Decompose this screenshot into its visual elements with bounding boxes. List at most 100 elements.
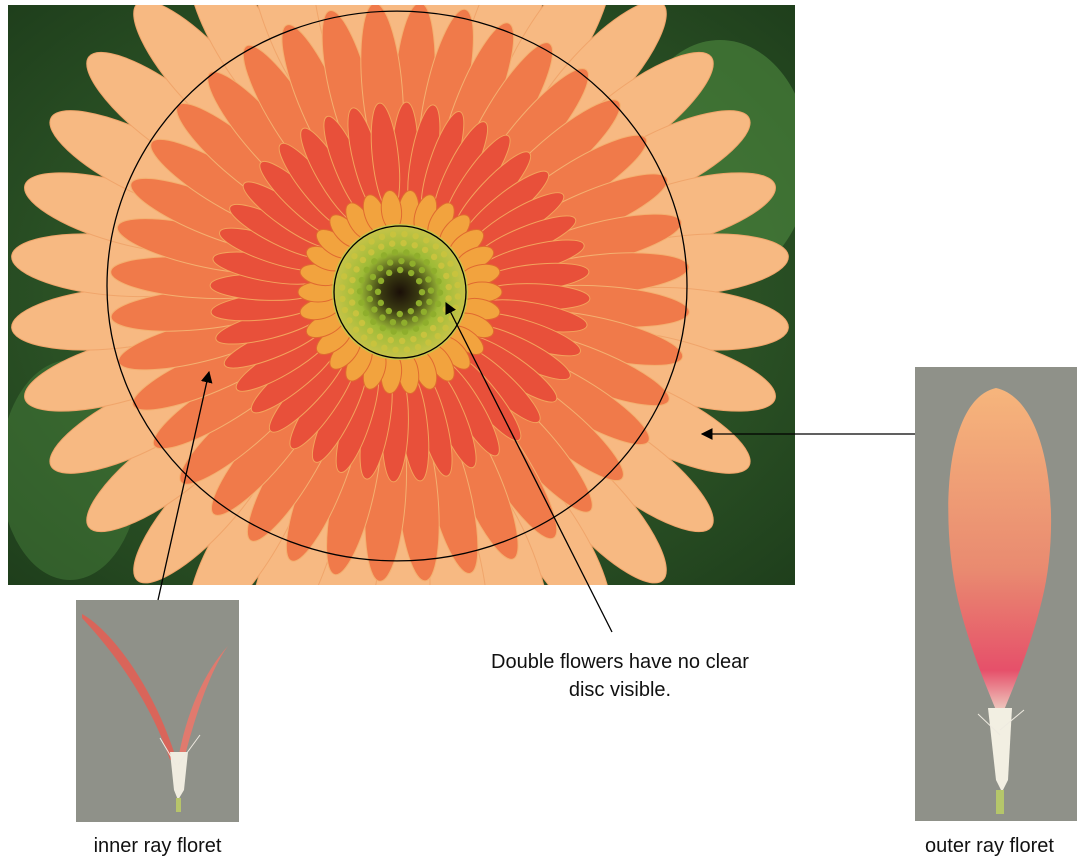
disc-floret-dot <box>419 267 425 273</box>
disc-floret-dot <box>380 325 386 331</box>
disc-floret-dot <box>416 300 422 306</box>
disc-floret-dot <box>408 270 414 276</box>
disc-floret-dot <box>413 325 419 331</box>
inner-floret-stem <box>176 798 181 812</box>
disc-floret-dot <box>378 300 384 306</box>
disc-floret-dot <box>412 242 418 248</box>
disc-floret-dot <box>371 306 377 312</box>
disc-floret-dot <box>402 328 408 334</box>
disc-floret-dot <box>358 299 364 305</box>
outer-ray-floret-label: outer ray floret <box>898 832 1081 860</box>
disc-floret-dot <box>345 263 351 269</box>
disc-floret-dot <box>428 287 434 293</box>
disc-floret-dot <box>392 347 398 353</box>
disc-floret-dot <box>363 310 369 316</box>
disc-floret-dot <box>367 328 373 334</box>
disc-floret-dot <box>368 249 374 255</box>
disc-floret-dot <box>370 274 376 280</box>
disc-floret-dot <box>381 345 387 351</box>
disc-floret-dot <box>349 299 355 305</box>
disc-floret-dot <box>398 258 404 264</box>
disc-floret-dot <box>437 316 443 322</box>
outer-ray-floret-photo <box>915 367 1077 821</box>
disc-floret-dot <box>377 265 383 271</box>
disc-floret-dot <box>339 284 345 290</box>
disc-floret-dot <box>386 308 392 314</box>
disc-floret-dot <box>435 278 441 284</box>
disc-floret-dot <box>357 288 363 294</box>
disc-floret-dot <box>442 325 448 331</box>
disc-floret-dot <box>375 289 381 295</box>
disc-floret-dot <box>401 231 407 237</box>
disc-floret-dot <box>430 311 436 317</box>
disc-floret-dot <box>377 334 383 340</box>
disc-floret-dot <box>452 271 458 277</box>
disc-floret-dot <box>422 247 428 253</box>
disc-floret-dot <box>386 270 392 276</box>
disc-floret-dot <box>412 233 418 239</box>
disc-floret-dot <box>387 259 393 265</box>
disc-floret-dot <box>353 310 359 316</box>
disc-floret-dot <box>353 266 359 272</box>
disc-floret-dot <box>401 320 407 326</box>
disc-floret-dot <box>408 308 414 314</box>
disc-floret-dot <box>379 314 385 320</box>
disc-floret-dot <box>443 273 449 279</box>
disc-floret-dot <box>367 296 373 302</box>
disc-floret-dot <box>421 309 427 315</box>
disc-floret-dot <box>409 260 415 266</box>
disc-floret-dot <box>351 253 357 259</box>
disc-floret-dot <box>412 316 418 322</box>
disc-floret-dot <box>366 285 372 291</box>
disc-floret-dot <box>339 296 345 302</box>
disc-floret-dot <box>400 240 406 246</box>
disc-floret-dot <box>416 278 422 284</box>
disc-floret-dot <box>392 249 398 255</box>
disc-floret-dot <box>415 344 421 350</box>
flower-photo <box>0 0 810 682</box>
disc-floret-dot <box>438 262 444 268</box>
disc-floret-dot <box>435 301 441 307</box>
disc-floret-dot <box>446 284 452 290</box>
disc-floret-dot <box>370 319 376 325</box>
disc-floret-dot <box>342 307 348 313</box>
disc-floret-dot <box>390 328 396 334</box>
disc-floret-dot <box>388 337 394 343</box>
disc-floret-dot <box>425 276 431 282</box>
disc-floret-dot <box>445 295 451 301</box>
disc-floret-dot <box>389 240 395 246</box>
disc-note-line1: Double flowers have no clear <box>455 648 785 676</box>
disc-floret-dot <box>454 282 460 288</box>
disc-floret-dot <box>364 267 370 273</box>
disc-floret-dot <box>423 259 429 265</box>
inner-ray-floret-label: inner ray floret <box>60 832 255 860</box>
disc-floret-dot <box>397 267 403 273</box>
disc-note-line2: disc visible. <box>455 676 785 704</box>
disc-floret-dot <box>341 273 347 279</box>
disc-floret-dot <box>371 258 377 264</box>
disc-floret-dot <box>399 338 405 344</box>
disc-floret-dot <box>378 244 384 250</box>
disc-floret-dot <box>431 254 437 260</box>
disc-floret-dot <box>455 293 461 299</box>
disc-floret-dot <box>397 311 403 317</box>
disc-floret-dot <box>359 320 365 326</box>
disc-floret-dot <box>390 231 396 237</box>
disc-floret-dot <box>378 278 384 284</box>
disc-floret-dot <box>390 319 396 325</box>
disc-floret-dot <box>349 277 355 283</box>
disc-floret-dot <box>379 234 385 240</box>
disc-note: Double flowers have no clear disc visibl… <box>455 648 785 704</box>
disc-floret-dot <box>404 346 410 352</box>
disc-floret-dot <box>403 249 409 255</box>
disc-floret-dot <box>423 237 429 243</box>
disc-floret-dot <box>414 253 420 259</box>
disc-floret-dot <box>430 325 436 331</box>
outer-floret-stem <box>996 790 1004 814</box>
disc-floret-dot <box>425 339 431 345</box>
disc-floret-dot <box>421 332 427 338</box>
disc-floret-dot <box>353 327 359 333</box>
disc-floret-dot <box>426 299 432 305</box>
disc-floret-dot <box>431 268 437 274</box>
